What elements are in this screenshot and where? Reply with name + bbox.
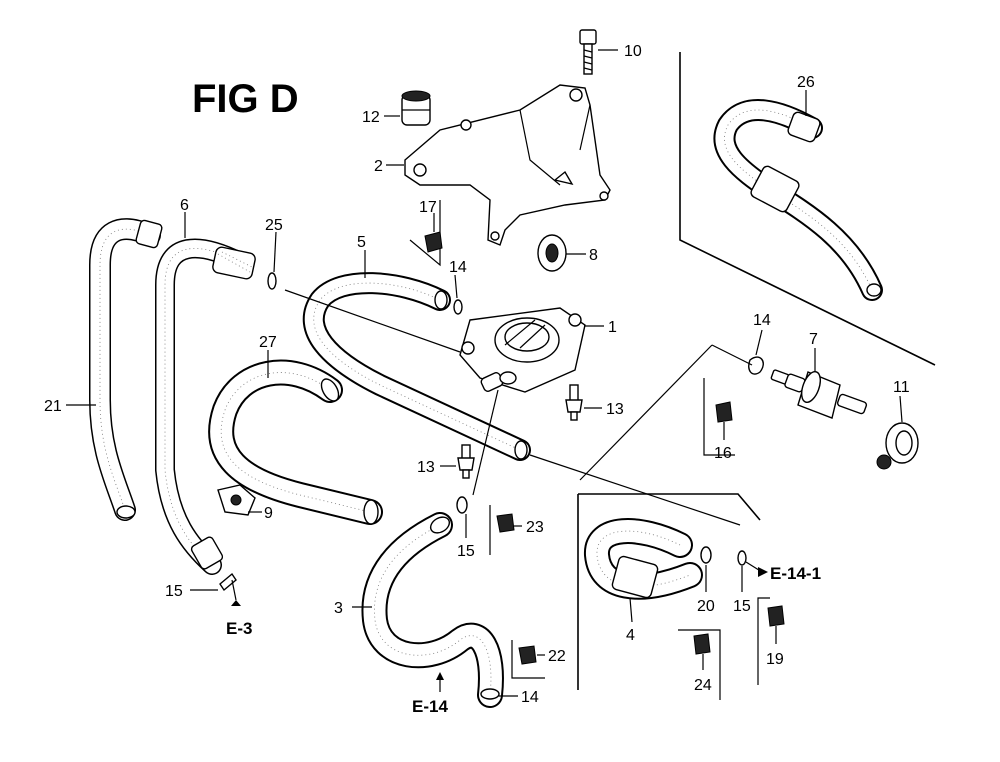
hose-clip-15-right <box>737 550 747 566</box>
clip-24 <box>693 633 711 655</box>
clip-23 <box>767 605 785 627</box>
callout-1: 1 <box>608 319 617 336</box>
callout-15-lower: 15 <box>457 543 475 560</box>
frame-hose-26 <box>679 52 936 366</box>
frame-fuel-filter <box>578 493 761 521</box>
frame-clip-21 <box>409 200 441 267</box>
callout-14-lower: 14 <box>521 689 539 706</box>
frame-clip-20 <box>511 640 545 679</box>
callout-18: 21 <box>44 398 62 415</box>
hose-clip-15-upper <box>453 299 463 315</box>
hose-clip-14-upper <box>748 356 764 375</box>
callout-21: 17 <box>419 199 437 216</box>
callout-23: 19 <box>766 651 784 668</box>
callout-17: 20 <box>697 598 715 615</box>
fuel-pump-1 <box>459 307 586 393</box>
callout-8: 8 <box>589 247 598 264</box>
clip-22 <box>496 513 515 533</box>
hose-clip-17 <box>700 546 712 564</box>
callout-6: 6 <box>180 197 189 214</box>
callout-2: 2 <box>374 158 383 175</box>
callout-19: 16 <box>714 445 732 462</box>
clip-21 <box>424 231 443 253</box>
callout-13-right: 13 <box>606 401 624 418</box>
hose-clip-25 <box>267 272 277 290</box>
callout-26: 26 <box>797 74 815 91</box>
clip-20 <box>518 645 537 665</box>
figure-title: FIG D <box>192 77 299 121</box>
frame-clip-23 <box>757 597 770 685</box>
clip-9 <box>217 484 256 516</box>
callout-4: 4 <box>626 627 635 644</box>
fuel-filter-7 <box>770 369 868 419</box>
hose-6 <box>155 238 256 575</box>
callout-3: 3 <box>334 600 343 617</box>
hose-clip-15-lower <box>456 496 468 514</box>
grommet-8 <box>537 234 567 272</box>
callout-25: 25 <box>265 217 283 234</box>
callout-13-lower: 13 <box>417 459 435 476</box>
hose-3 <box>361 512 504 708</box>
bolt-13-right <box>565 384 583 421</box>
arrow-e-14-1 <box>758 567 768 577</box>
callout-20: 22 <box>548 648 566 665</box>
callout-24: 24 <box>694 677 712 694</box>
frame-clip-19 <box>703 378 735 456</box>
arrow-e-14 <box>436 672 444 680</box>
reference-e-14-1: E-14-1 <box>770 564 821 583</box>
hose-26 <box>713 99 883 301</box>
callout-22: 23 <box>526 519 544 536</box>
callout-15-right: 15 <box>733 598 751 615</box>
hose-clip-14-lower <box>480 688 500 700</box>
reference-e-3: E-3 <box>226 619 252 638</box>
clip-19 <box>715 401 733 423</box>
hose-4 <box>584 518 703 600</box>
callout-9: 9 <box>264 505 273 522</box>
part-11 <box>876 422 919 470</box>
hose-18 <box>89 218 163 521</box>
callout-15-upper: 14 <box>449 259 467 276</box>
callout-11: 11 <box>893 379 910 396</box>
callout-12: 12 <box>362 109 380 126</box>
arrow-e-3 <box>231 600 241 606</box>
callout-16: 15 <box>165 583 183 600</box>
callout-14-upper: 14 <box>753 312 771 329</box>
callout-7: 7 <box>809 331 818 348</box>
hose-27 <box>208 359 383 525</box>
bolt-10 <box>579 29 597 75</box>
callout-10: 10 <box>624 43 642 60</box>
bracket-2 <box>404 84 611 246</box>
damper-12 <box>401 90 431 126</box>
hose-clip-16 <box>219 572 237 592</box>
frame-clip-24 <box>678 629 721 700</box>
reference-e-14: E-14 <box>412 697 448 716</box>
callout-5: 5 <box>357 234 366 251</box>
hose-5 <box>302 272 531 461</box>
callout-27: 27 <box>259 334 277 351</box>
leader-lines <box>66 49 903 697</box>
bolt-13-lower <box>457 444 475 479</box>
